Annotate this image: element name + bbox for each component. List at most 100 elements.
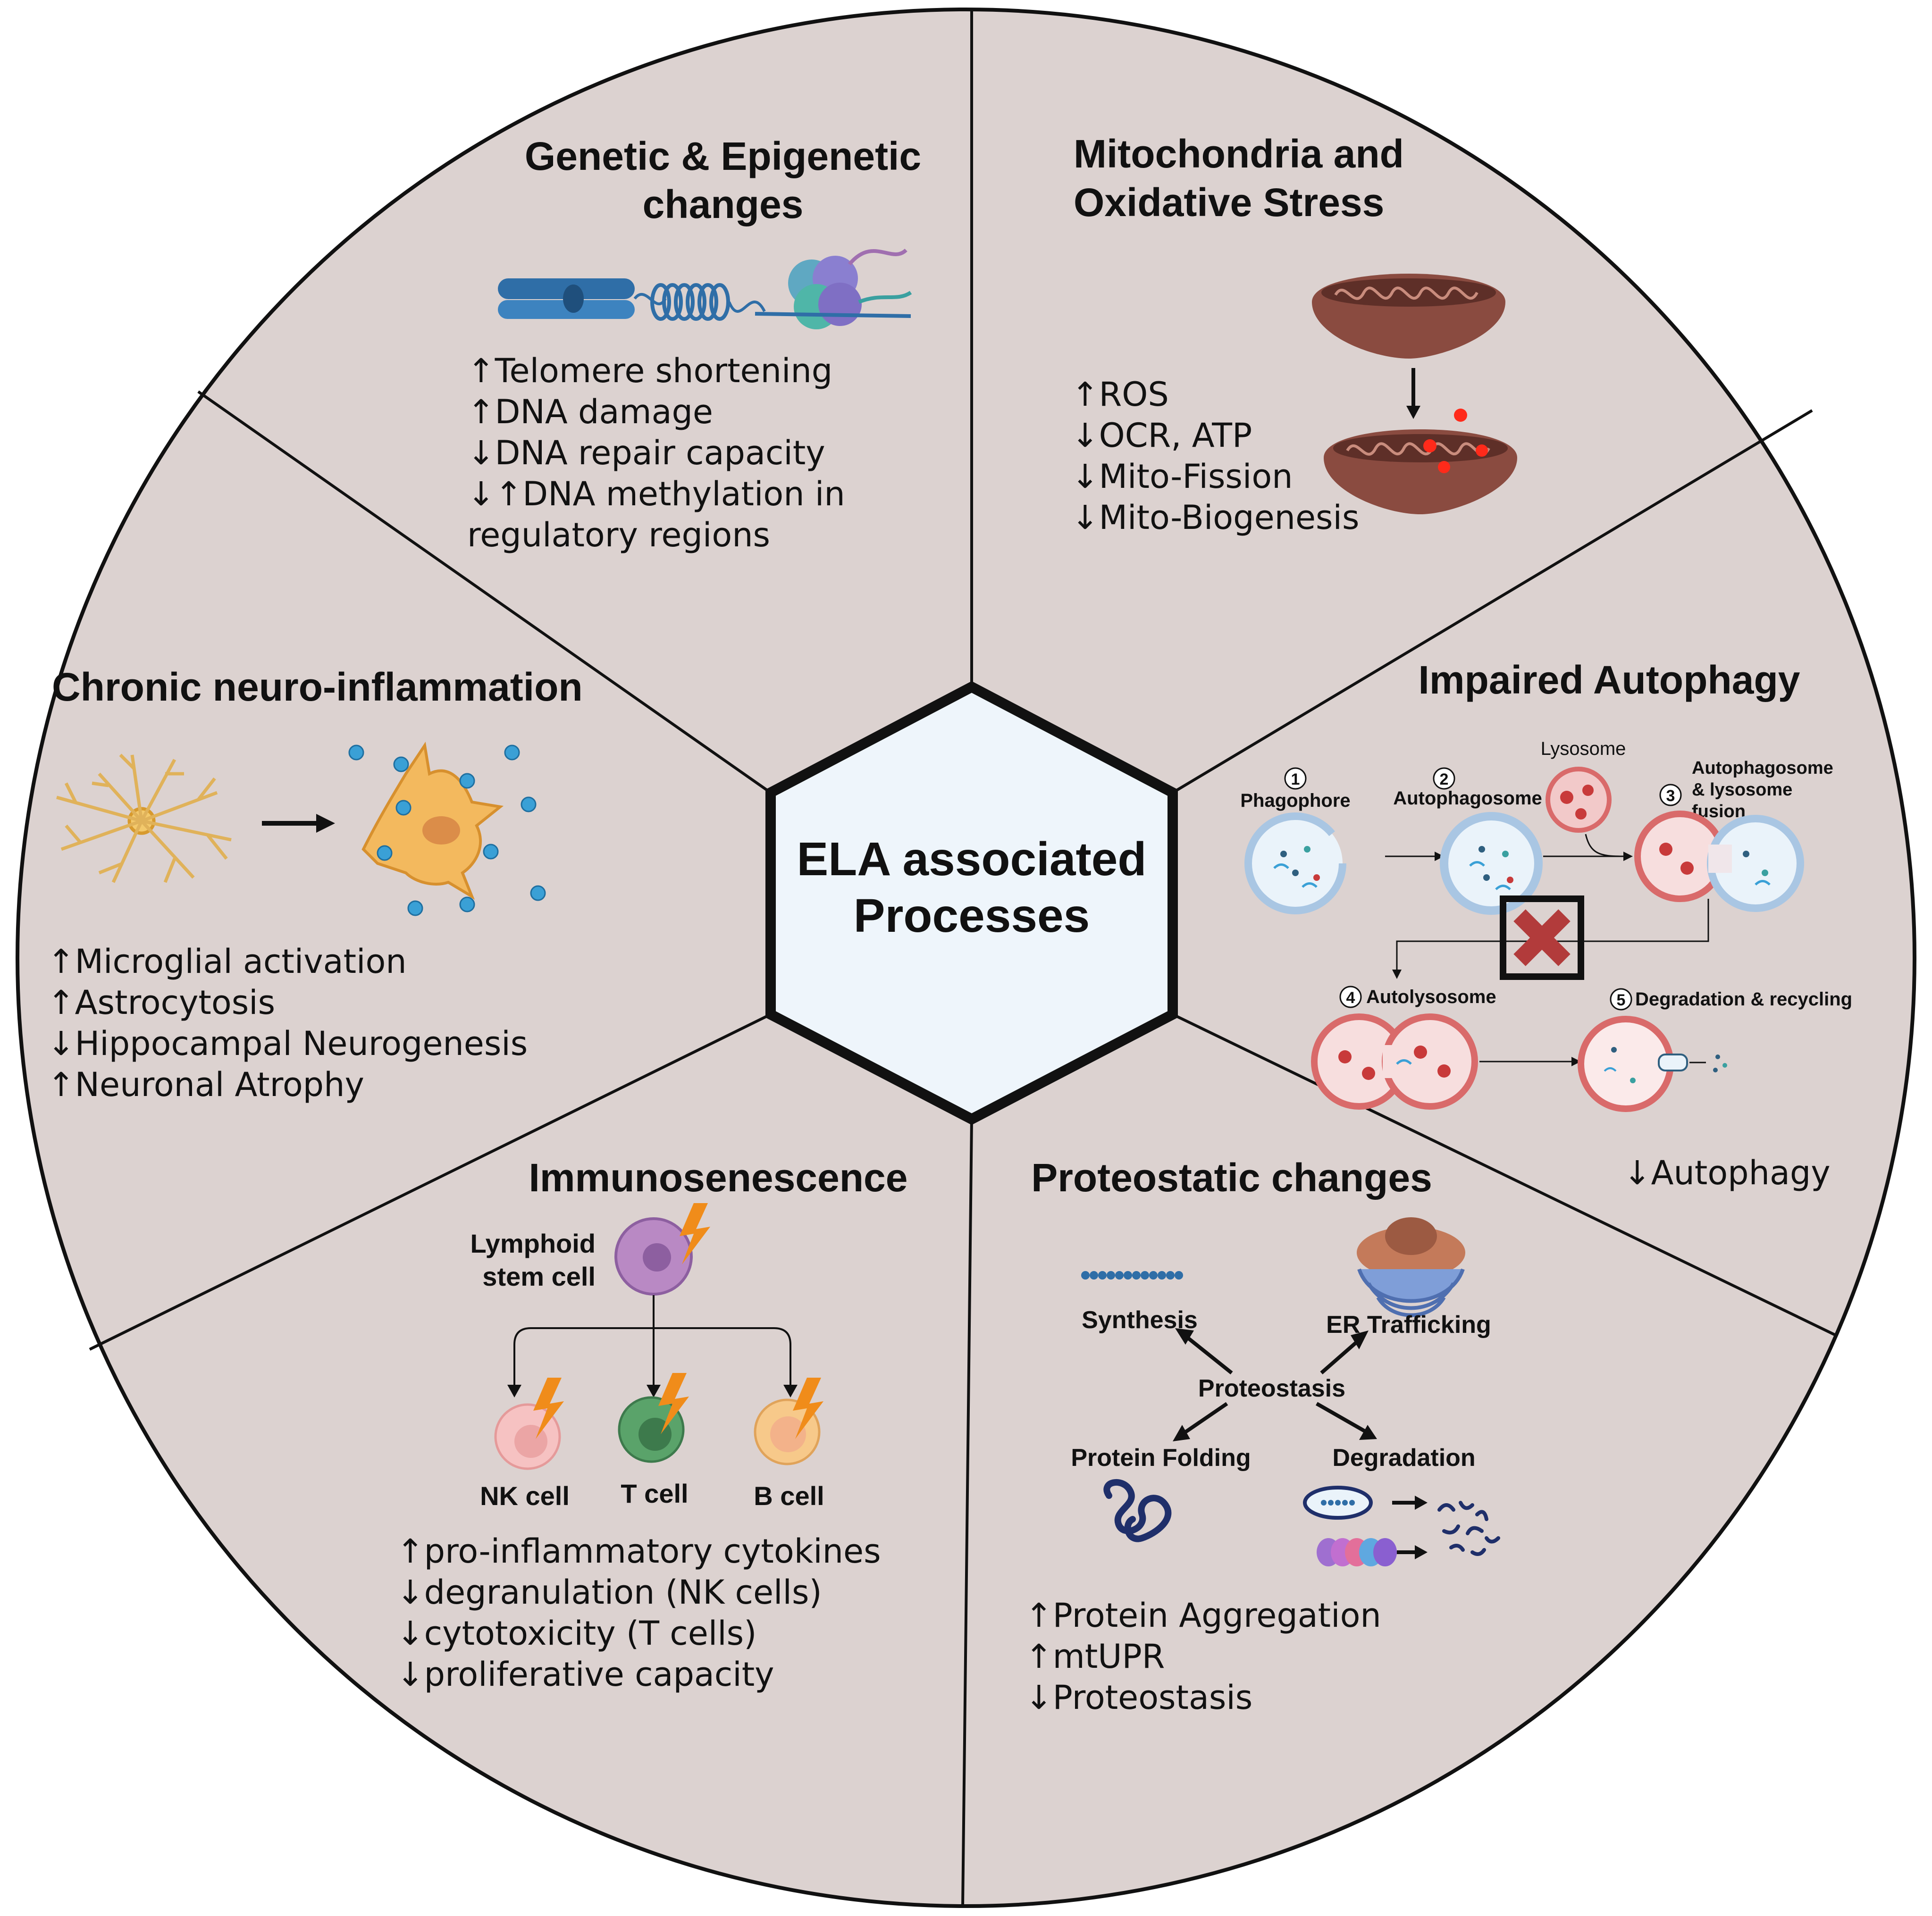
stem-label-line1: Lymphoid — [470, 1229, 596, 1258]
mito-bullets: ↑ROS ↓OCR, ATP ↓Mito-Fission ↓Mito-Bioge… — [1071, 375, 1359, 537]
step2-number: 2 — [1440, 770, 1449, 788]
divider-upper-left — [197, 390, 772, 794]
immuno-bullets: ↑pro-inflammatory cytokines ↓degranulati… — [396, 1532, 881, 1694]
center-title-line2: Processes — [854, 889, 1090, 942]
proteostasis-arrows — [1181, 1333, 1367, 1436]
b-cell-label: B cell — [754, 1481, 824, 1511]
lymphoid-stem-cell-icon — [614, 1203, 710, 1296]
step2-marker — [1433, 767, 1455, 790]
peptide-chain-icon — [1081, 1271, 1183, 1280]
step1-label: Phagophore — [1240, 790, 1350, 811]
step4-label: Autolysosome — [1366, 987, 1496, 1007]
step4-number: 4 — [1346, 989, 1355, 1007]
section-immuno: Immunosenescence Lymphoid stem cell — [396, 1155, 908, 1694]
proteo-bullets: ↑Protein Aggregation ↑mtUPR ↓Proteostasi… — [1025, 1596, 1381, 1717]
proteasome-icon — [1303, 1486, 1373, 1520]
genetic-title-line1: Genetic & Epigenetic — [525, 134, 921, 178]
step3-label-line1: Autophagosome — [1692, 758, 1833, 778]
autophagy-bullet: ↓Autophagy — [1623, 1154, 1831, 1192]
protein-folding-label: Protein Folding — [1071, 1444, 1251, 1472]
stem-bolt-icon — [680, 1203, 710, 1264]
genetic-bullet-2: ↑DNA damage — [467, 393, 713, 431]
section-proteo: Proteostatic changes Synthesis ER Traffi… — [1025, 1155, 1500, 1717]
t-cell-icon — [618, 1373, 689, 1463]
step3-marker — [1659, 784, 1682, 806]
divider-bottom — [961, 1119, 973, 1907]
er-golgi-icon — [1357, 1217, 1465, 1317]
divider-lower-right — [1172, 1013, 1837, 1337]
proteo-bullet-3: ↓Proteostasis — [1025, 1678, 1252, 1717]
divider-lower-left — [89, 1013, 772, 1351]
immuno-bullet-4: ↓proliferative capacity — [396, 1655, 774, 1694]
autolysosome-icon — [1311, 1013, 1478, 1110]
t-bolt-icon — [658, 1373, 689, 1434]
step3-number: 3 — [1666, 787, 1675, 805]
activated-microglia-icon — [361, 742, 504, 900]
step2-label: Autophagosome — [1393, 788, 1542, 809]
proteo-bullet-1: ↑Protein Aggregation — [1025, 1596, 1381, 1635]
neuro-bullet-1: ↑Microglial activation — [47, 942, 407, 981]
step5-label: Degradation & recycling — [1635, 989, 1852, 1010]
autophagy-title: Impaired Autophagy — [1419, 658, 1800, 702]
neuro-bullets: ↑Microglial activation ↑Astrocytosis ↓Hi… — [47, 942, 528, 1104]
immuno-bullet-2: ↓degranulation (NK cells) — [396, 1573, 822, 1612]
lysosome-label: Lysosome — [1541, 738, 1626, 759]
proteo-title: Proteostatic changes — [1031, 1155, 1432, 1200]
step5-number: 5 — [1617, 991, 1626, 1009]
immuno-title: Immunosenescence — [529, 1155, 907, 1200]
b-bolt-icon — [793, 1378, 823, 1439]
mito-title-line1: Mitochondria and — [1074, 132, 1404, 176]
phagophore-icon — [1244, 812, 1346, 914]
immuno-bullet-3: ↓cytotoxicity (T cells) — [396, 1614, 756, 1653]
immuno-bullet-1: ↑pro-inflammatory cytokines — [396, 1532, 881, 1571]
stem-label-line2: stem cell — [482, 1262, 596, 1291]
step3-label-line2: & lysosome — [1692, 780, 1792, 800]
fragments-icon — [1437, 1501, 1500, 1556]
b-cell-icon — [754, 1378, 823, 1465]
mitochondrion-healthy-icon — [1312, 274, 1505, 359]
degradation-label: Degradation — [1332, 1444, 1475, 1472]
lysosome-icon — [1546, 767, 1612, 833]
mito-bullet-3: ↓Mito-Fission — [1071, 457, 1293, 496]
neuro-bullet-2: ↑Astrocytosis — [47, 983, 275, 1022]
aggregate-icon — [1317, 1538, 1397, 1566]
neuro-bullet-3: ↓Hippocampal Neurogenesis — [47, 1024, 528, 1063]
section-mito: Mitochondria and Oxidative Stress ↑ROS ↓… — [1071, 132, 1517, 537]
genetic-bullets: ↑Telomere shortening ↑DNA damage ↓DNA re… — [467, 351, 845, 554]
center-title-line1: ELA associated — [797, 833, 1146, 886]
section-neuro: Chronic neuro-inflammation ↑Microglial a… — [47, 665, 583, 1104]
genetic-bullet-1: ↑Telomere shortening — [467, 351, 832, 390]
step4-marker — [1339, 986, 1362, 1008]
neuro-bullet-4: ↑Neuronal Atrophy — [47, 1065, 364, 1104]
er-trafficking-label: ER Trafficking — [1326, 1311, 1491, 1339]
fusion-icon — [1634, 811, 1804, 912]
mito-bullet-2: ↓OCR, ATP — [1071, 416, 1252, 455]
cytokine-dots — [348, 745, 546, 916]
chromosome-dna-icon — [498, 248, 912, 329]
mito-bullet-4: ↓Mito-Biogenesis — [1071, 498, 1359, 537]
genetic-bullet-3: ↓DNA repair capacity — [467, 434, 825, 472]
section-genetic: Genetic & Epigenetic changes — [467, 134, 921, 554]
nk-bolt-icon — [533, 1378, 564, 1439]
degradation-recycling-icon — [1578, 1016, 1727, 1112]
genetic-bullet-4: ↓↑DNA methylation in — [467, 475, 845, 513]
step1-number: 1 — [1291, 770, 1300, 788]
section-autophagy: Impaired Autophagy Lysosome 1 Phagophore… — [1240, 658, 1852, 1192]
mitochondrion-damaged-icon — [1324, 409, 1517, 514]
proteostasis-label: Proteostasis — [1198, 1375, 1345, 1402]
step5-marker — [1610, 988, 1632, 1011]
nk-cell-icon — [494, 1378, 564, 1470]
blocked-cross-icon — [1500, 895, 1584, 980]
t-cell-label: T cell — [621, 1479, 688, 1508]
mito-title-line2: Oxidative Stress — [1074, 180, 1384, 225]
center-hexagon — [765, 681, 1178, 1125]
neuro-title: Chronic neuro-inflammation — [52, 665, 583, 709]
lineage-arrows — [513, 1295, 791, 1389]
step1-marker — [1284, 767, 1307, 790]
genetic-title-line2: changes — [643, 182, 804, 226]
folded-protein-icon — [1103, 1479, 1172, 1542]
nk-cell-label: NK cell — [480, 1481, 570, 1511]
autophagosome-icon — [1440, 812, 1543, 915]
divider-upper-right — [1172, 409, 1813, 794]
